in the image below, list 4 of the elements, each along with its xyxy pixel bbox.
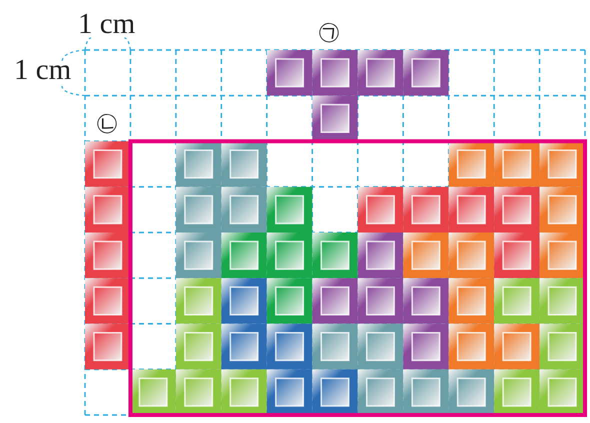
circled-letter: ㉡ — [96, 113, 118, 135]
dimension-label: 1 cm — [78, 10, 136, 39]
dimension-label: 1 cm — [14, 56, 72, 85]
circled-letter: ㉠ — [318, 22, 340, 44]
